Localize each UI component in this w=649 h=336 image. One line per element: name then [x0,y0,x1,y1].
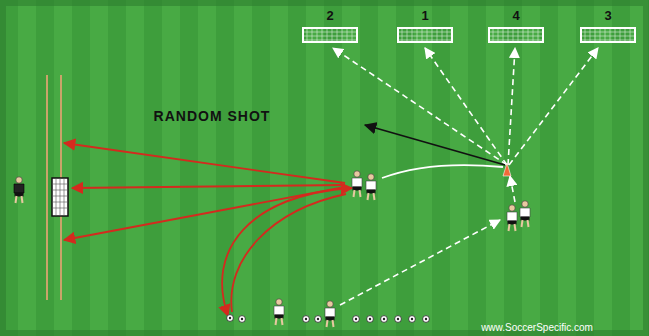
mini-goal [303,28,357,42]
shot-lines [64,143,352,316]
mini-goal [398,28,452,42]
mini-goal [489,28,543,42]
goal-number: 1 [421,8,428,23]
player [507,205,517,231]
goalkeeper [14,177,24,203]
cone [503,163,511,176]
drill-note: RANDOM SHOT [154,108,271,124]
balls [227,315,430,323]
mini-goal [581,28,635,42]
run-lines [333,48,598,305]
player [520,201,530,227]
dribble-line [382,165,503,178]
player [274,299,284,325]
watermark: www.SoccerSpecific.com [481,322,593,333]
run-arrow [365,125,505,165]
goal-number: 4 [512,8,519,23]
player [352,171,362,197]
player [325,301,335,327]
goal [52,178,68,216]
goal-number: 3 [604,8,611,23]
player [366,174,376,200]
goal-number: 2 [326,8,333,23]
